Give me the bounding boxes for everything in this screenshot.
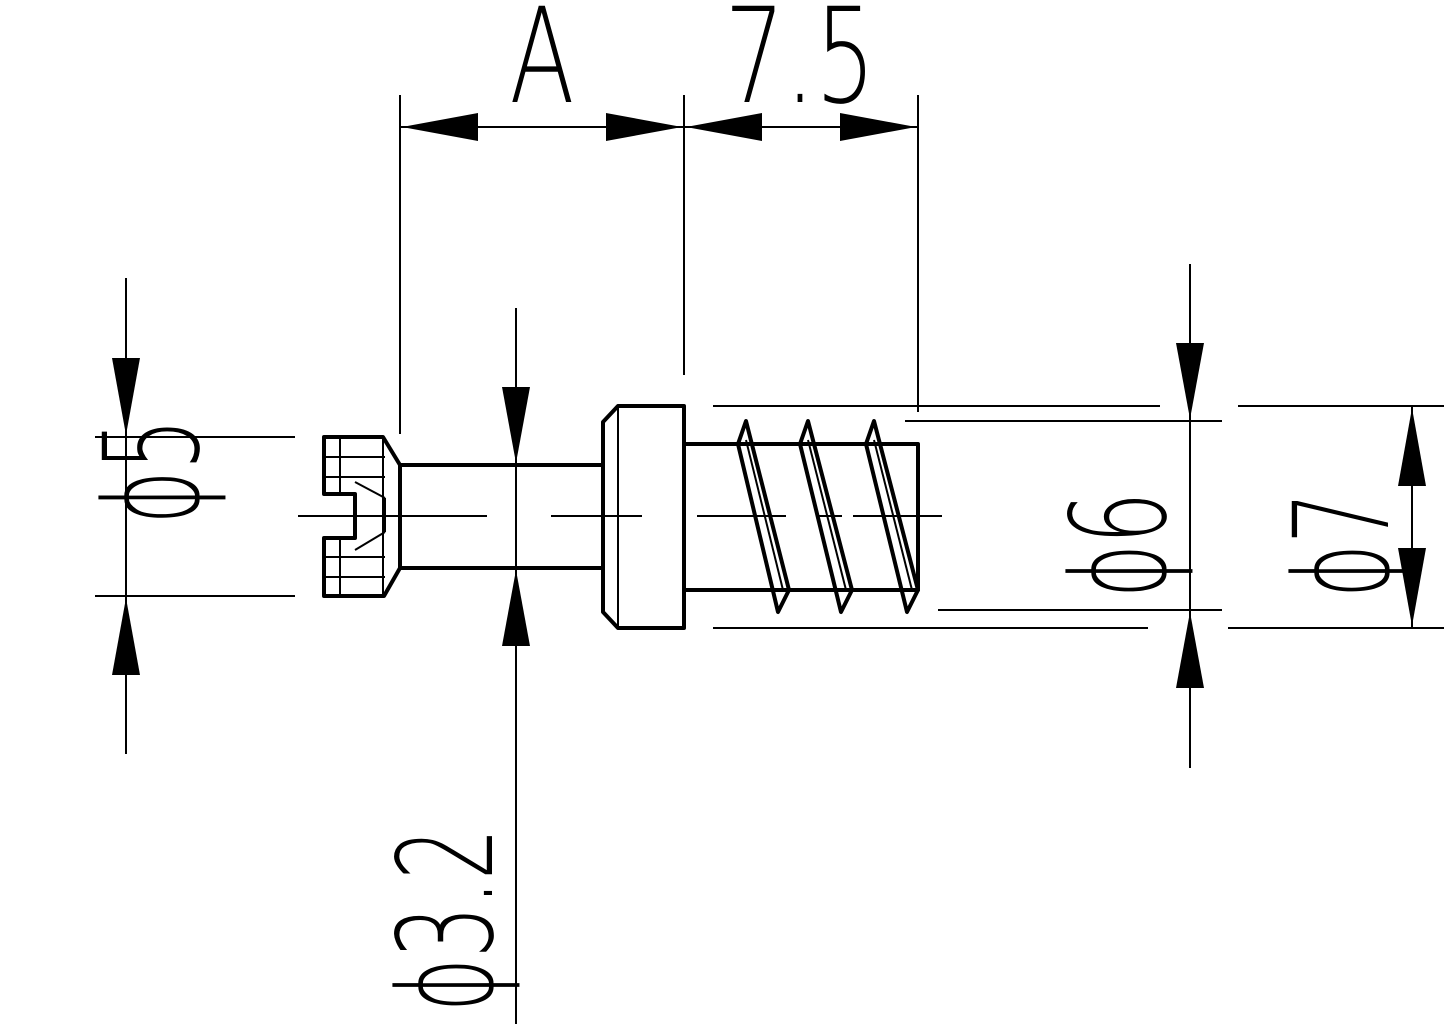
center-diameter-dimension: ϕ3.2 — [369, 308, 530, 1024]
thread-outer-diameter-dimension: ϕ7 — [713, 405, 1444, 629]
left-diameter-dimension: ϕ5 — [75, 278, 295, 754]
dim-label-dia-6: ϕ6 — [1042, 492, 1196, 598]
dim-label-dia-3-2: ϕ3.2 — [369, 828, 523, 1012]
dim-label-dia-7: ϕ7 — [1265, 492, 1419, 598]
dim-label-a: A — [509, 0, 574, 134]
top-length-dimensions: A 7.5 — [399, 0, 919, 434]
thread-inner-diameter-dimension: ϕ6 — [905, 264, 1222, 768]
dim-label-7-5: 7.5 — [724, 0, 875, 134]
dim-label-dia-5: ϕ5 — [75, 418, 229, 524]
screw-head-outline — [322, 435, 402, 598]
